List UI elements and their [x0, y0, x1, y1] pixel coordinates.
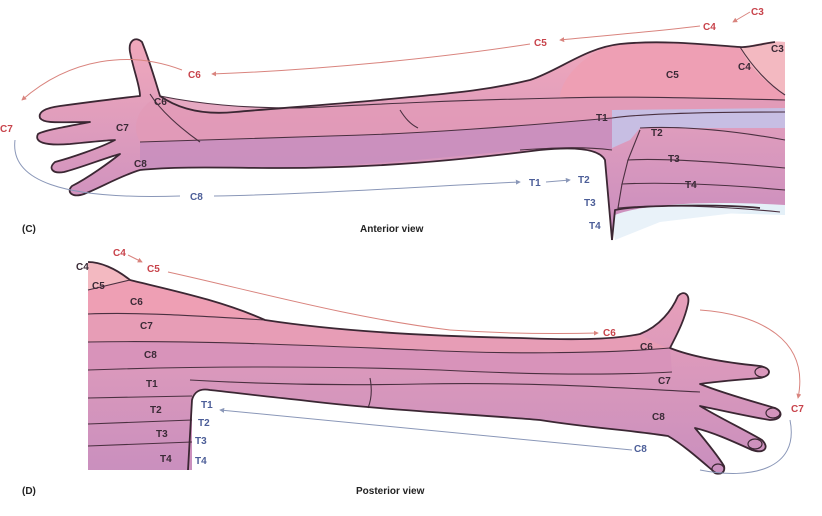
posterior-label-c7: C7	[140, 321, 153, 332]
anterior-view-caption: Anterior view	[360, 224, 424, 235]
posterior-seq-t1: T1	[201, 400, 213, 411]
anterior-seq-c3: C3	[751, 7, 764, 18]
posterior-label-c5: C5	[92, 281, 105, 292]
posterior-label-c6: C6	[130, 297, 143, 308]
posterior-label-t4: T4	[160, 454, 172, 465]
anterior-label-t2: T2	[651, 128, 663, 139]
posterior-view	[87, 254, 802, 475]
anterior-labels: (C) Anterior view C3 C4 C5 C6 C7 C8 T1 T…	[0, 7, 784, 235]
anterior-seq-t1: T1	[529, 178, 541, 189]
anterior-label-t3: T3	[668, 154, 680, 165]
posterior-seq-t2: T2	[198, 418, 210, 429]
anterior-label-c6: C6	[154, 97, 167, 108]
anterior-seq-c8: C8	[190, 192, 203, 203]
posterior-view-caption: Posterior view	[356, 486, 425, 497]
posterior-label-t2: T2	[150, 405, 162, 416]
posterior-label-c7-hand: C7	[658, 376, 671, 387]
anterior-seq-t3: T3	[584, 198, 596, 209]
posterior-label-t1: T1	[146, 379, 158, 390]
anterior-label-t1: T1	[596, 113, 608, 124]
posterior-label-c6-hand: C6	[640, 342, 653, 353]
posterior-label-t3: T3	[156, 429, 168, 440]
posterior-panel-letter: (D)	[22, 486, 36, 497]
posterior-seq-c6: C6	[603, 328, 616, 339]
posterior-seq-c5: C5	[147, 264, 160, 275]
posterior-label-c8: C8	[144, 350, 157, 361]
posterior-seq-t3: T3	[195, 436, 207, 447]
anterior-label-c4: C4	[738, 62, 751, 73]
anterior-seq-c4: C4	[703, 22, 716, 33]
anterior-label-t4: T4	[685, 180, 697, 191]
anterior-label-c8: C8	[134, 159, 147, 170]
posterior-label-c4: C4	[76, 262, 89, 273]
posterior-seq-c4: C4	[113, 248, 126, 259]
posterior-label-c8-hand: C8	[652, 412, 665, 423]
posterior-seq-c7: C7	[791, 404, 804, 415]
posterior-labels: (D) Posterior view C4 C5 C6 C7 C8 T1 T2 …	[22, 248, 804, 497]
anterior-seq-c6: C6	[188, 70, 201, 81]
anterior-seq-t2: T2	[578, 175, 590, 186]
anterior-panel-letter: (C)	[22, 224, 36, 235]
anterior-seq-t4: T4	[589, 221, 601, 232]
posterior-seq-t4: T4	[195, 456, 207, 467]
anterior-label-c7: C7	[116, 123, 129, 134]
anterior-label-c5: C5	[666, 70, 679, 81]
anterior-label-c3: C3	[771, 44, 784, 55]
anterior-view	[14, 11, 786, 241]
anterior-seq-c5: C5	[534, 38, 547, 49]
anterior-seq-c7: C7	[0, 124, 13, 135]
posterior-seq-c8: C8	[634, 444, 647, 455]
